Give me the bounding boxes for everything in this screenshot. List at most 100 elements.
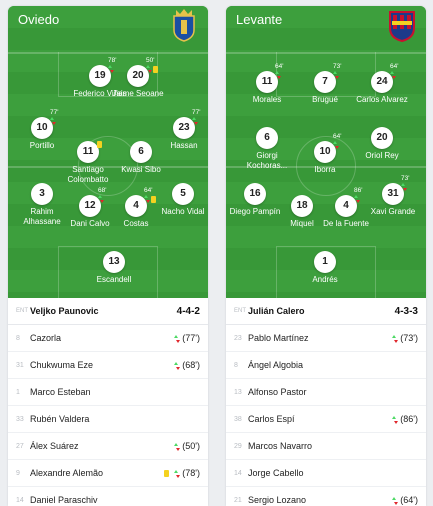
coach-name[interactable]: Julián Calero bbox=[248, 306, 305, 316]
yellow-card-icon bbox=[97, 141, 102, 148]
sub-number: 14 bbox=[234, 469, 242, 477]
sub-name: Alexandre Alemão bbox=[30, 468, 104, 478]
substitution-icon bbox=[333, 71, 339, 79]
player-name: Diego Pampín bbox=[229, 207, 281, 216]
substitution-icon bbox=[144, 195, 150, 203]
substitution-icon bbox=[392, 334, 399, 343]
coach-name[interactable]: Veljko Paunovic bbox=[30, 306, 99, 316]
sub-info: (64') bbox=[392, 495, 418, 505]
sub-info: (68') bbox=[174, 360, 200, 370]
player-name: Escandell bbox=[96, 275, 132, 284]
sub-minute: 64' bbox=[275, 63, 284, 70]
player-name: Rahim Alhassane bbox=[23, 207, 61, 226]
sub-minute: (77') bbox=[182, 333, 200, 343]
shirt-number: 19 bbox=[89, 65, 111, 87]
player-name: Brugué bbox=[312, 95, 338, 104]
sub-minute: 77' bbox=[192, 109, 201, 116]
sub-number: 27 bbox=[16, 442, 24, 450]
substitution-icon bbox=[146, 65, 152, 73]
center-circle bbox=[296, 136, 356, 196]
sub-minute: 73' bbox=[333, 63, 342, 70]
team-name[interactable]: Levante bbox=[236, 12, 283, 27]
shirt-number: 4 bbox=[125, 195, 147, 217]
player-name: Xavi Grande bbox=[370, 207, 416, 216]
sub-name: Carlos Espí bbox=[248, 414, 295, 424]
player-badges: 73' bbox=[333, 63, 363, 80]
substitute-row[interactable]: 9 Alexandre Alemão (78') bbox=[8, 460, 208, 487]
sub-name: Sergio Lozano bbox=[248, 495, 307, 505]
coach-row: ENT Julián Calero 4-3-3 bbox=[226, 298, 426, 325]
shirt-number: 6 bbox=[256, 127, 278, 149]
player-name: Dani Calvo bbox=[70, 219, 110, 228]
sub-name: Marcos Navarro bbox=[248, 441, 313, 451]
player-name: Andrés bbox=[312, 275, 338, 284]
shirt-number: 3 bbox=[31, 183, 53, 205]
yellow-card-icon bbox=[151, 195, 156, 203]
shirt-number: 16 bbox=[244, 183, 266, 205]
shirt-number: 20 bbox=[127, 65, 149, 87]
player-badges bbox=[96, 133, 126, 149]
pitch-line bbox=[226, 52, 426, 54]
player-name: Costas bbox=[123, 219, 149, 228]
sub-minute: (86') bbox=[400, 414, 418, 424]
oviedo-crest-icon bbox=[173, 9, 195, 42]
player-name: Miquel bbox=[290, 219, 314, 228]
player-marker[interactable]: 11 Santiago Colombatto bbox=[58, 141, 118, 185]
sub-name: Daniel Paraschiv bbox=[30, 495, 98, 505]
sub-number: 9 bbox=[16, 469, 20, 477]
player-name: Portillo bbox=[29, 141, 55, 150]
sub-minute: 78' bbox=[108, 57, 117, 64]
shirt-number: 31 bbox=[382, 183, 404, 205]
player-name: Nacho Vidal bbox=[161, 207, 205, 216]
sub-number: 1 bbox=[16, 388, 20, 396]
sub-minute: (78') bbox=[182, 468, 200, 478]
player-badges: 64' bbox=[275, 63, 305, 80]
substitution-icon bbox=[192, 117, 198, 125]
halfway-line bbox=[8, 166, 208, 168]
sub-minute: 73' bbox=[401, 175, 410, 182]
substitution-icon bbox=[98, 195, 104, 203]
shirt-number: 20 bbox=[371, 127, 393, 149]
team-name[interactable]: Oviedo bbox=[18, 12, 60, 27]
sub-minute: 64' bbox=[390, 63, 399, 70]
sub-minute: 68' bbox=[98, 187, 107, 194]
sub-info: (73') bbox=[392, 333, 418, 343]
sub-name: Álex Suárez bbox=[30, 441, 79, 451]
center-circle bbox=[78, 136, 138, 196]
